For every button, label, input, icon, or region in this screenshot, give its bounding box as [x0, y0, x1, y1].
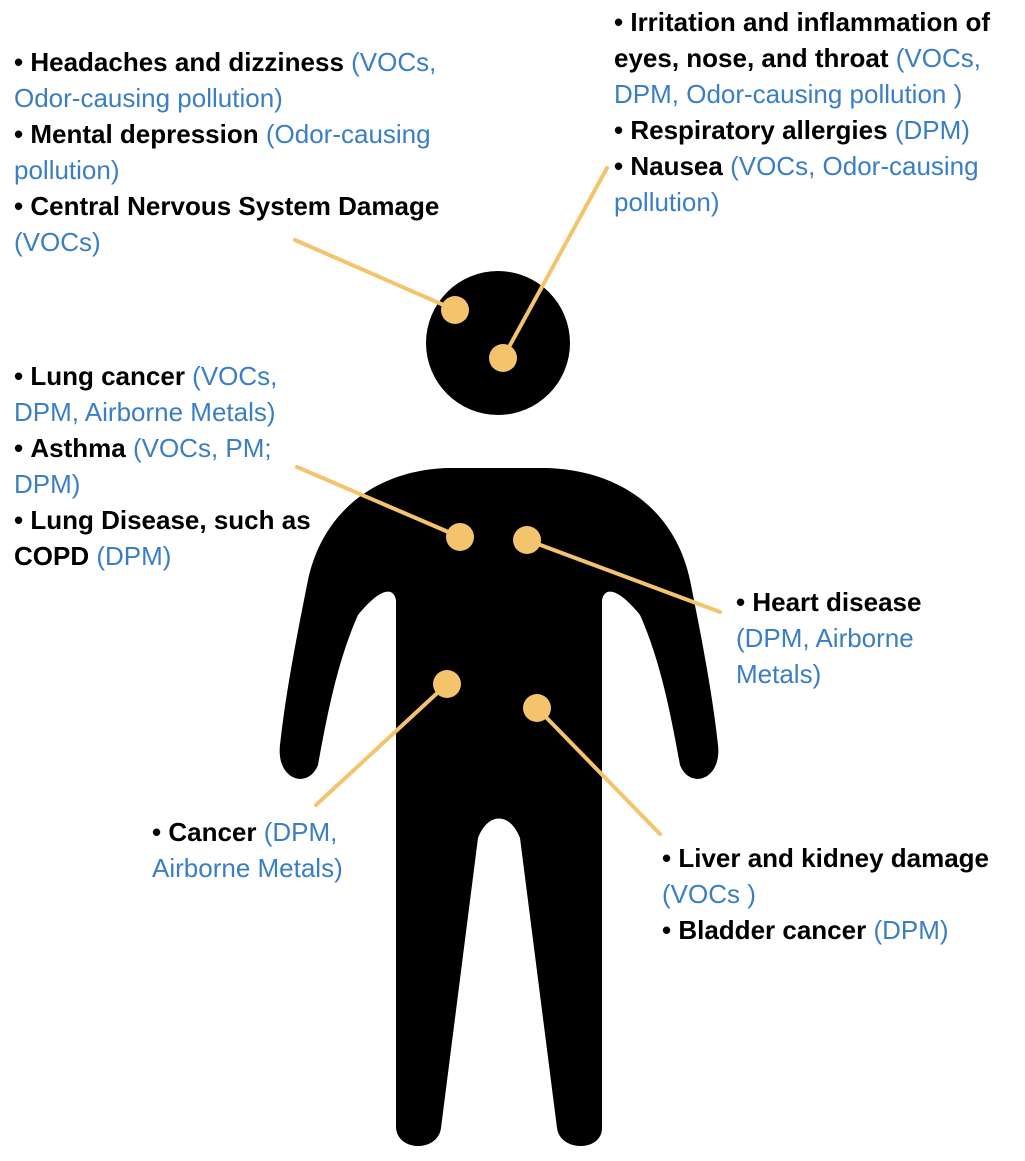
label-liver: • Liver and kidney damage (VOCs ) • Blad… [662, 840, 1007, 948]
effect-source: (DPM) [895, 115, 970, 145]
effect-name: Headaches and dizziness [30, 47, 344, 77]
effect-item: • Asthma (VOCs, PM; DPM) [14, 430, 344, 502]
label-chest-left: • Lung cancer (VOCs, DPM, Airborne Metal… [14, 358, 344, 574]
bullet: • [614, 151, 623, 181]
effect-item: • Cancer (DPM, Airborne Metals) [152, 814, 382, 886]
bullet: • [14, 119, 23, 149]
effect-item: • Headaches and dizziness (VOCs, Odor-ca… [14, 44, 484, 116]
marker-head-left [441, 296, 469, 324]
label-cancer: • Cancer (DPM, Airborne Metals) [152, 814, 382, 886]
marker-cancer [433, 670, 461, 698]
effect-name: Bladder cancer [678, 915, 866, 945]
effect-item: • Liver and kidney damage (VOCs ) [662, 840, 1007, 912]
bullet: • [614, 7, 623, 37]
marker-chest-left [446, 523, 474, 551]
effect-item: • Irritation and inflammation of eyes, n… [614, 4, 1009, 112]
effect-name: Liver and kidney damage [678, 843, 989, 873]
figure-body [280, 468, 719, 1146]
effect-item: • Heart disease (DPM, Airborne Metals) [736, 584, 986, 692]
marker-liver [523, 694, 551, 722]
figure-head [426, 271, 570, 415]
label-heart: • Heart disease (DPM, Airborne Metals) [736, 584, 986, 692]
effect-name: Asthma [30, 433, 125, 463]
effect-name: Lung cancer [30, 361, 185, 391]
bullet: • [14, 433, 23, 463]
bullet: • [14, 191, 23, 221]
effect-item: • Mental depression (Odor-causing pollut… [14, 116, 484, 188]
effect-source: (VOCs ) [662, 879, 756, 909]
bullet: • [662, 843, 671, 873]
effect-source: (DPM) [96, 541, 171, 571]
effect-source: (DPM, Airborne Metals) [736, 623, 914, 689]
effect-item: • Central Nervous System Damage (VOCs) [14, 188, 484, 260]
effect-source: (VOCs) [14, 227, 101, 257]
effect-name: Nausea [630, 151, 723, 181]
marker-head-right [489, 344, 517, 372]
marker-heart [513, 526, 541, 554]
bullet: • [662, 915, 671, 945]
bullet: • [614, 115, 623, 145]
effect-name: Cancer [168, 817, 256, 847]
label-head-right: • Irritation and inflammation of eyes, n… [614, 4, 1009, 220]
bullet: • [736, 587, 745, 617]
effect-name: Central Nervous System Damage [30, 191, 439, 221]
bullet: • [152, 817, 161, 847]
effect-name: Heart disease [752, 587, 921, 617]
effect-item: • Nausea (VOCs, Odor-causing pollution) [614, 148, 1009, 220]
effect-item: • Bladder cancer (DPM) [662, 912, 1007, 948]
label-head-left: • Headaches and dizziness (VOCs, Odor-ca… [14, 44, 484, 260]
bullet: • [14, 361, 23, 391]
effect-name: Respiratory allergies [630, 115, 887, 145]
bullet: • [14, 47, 23, 77]
bullet: • [14, 505, 23, 535]
effect-source: (DPM) [873, 915, 948, 945]
effect-item: • Lung Disease, such as COPD (DPM) [14, 502, 344, 574]
effect-item: • Lung cancer (VOCs, DPM, Airborne Metal… [14, 358, 344, 430]
effect-name: Mental depression [30, 119, 258, 149]
effect-item: • Respiratory allergies (DPM) [614, 112, 1009, 148]
